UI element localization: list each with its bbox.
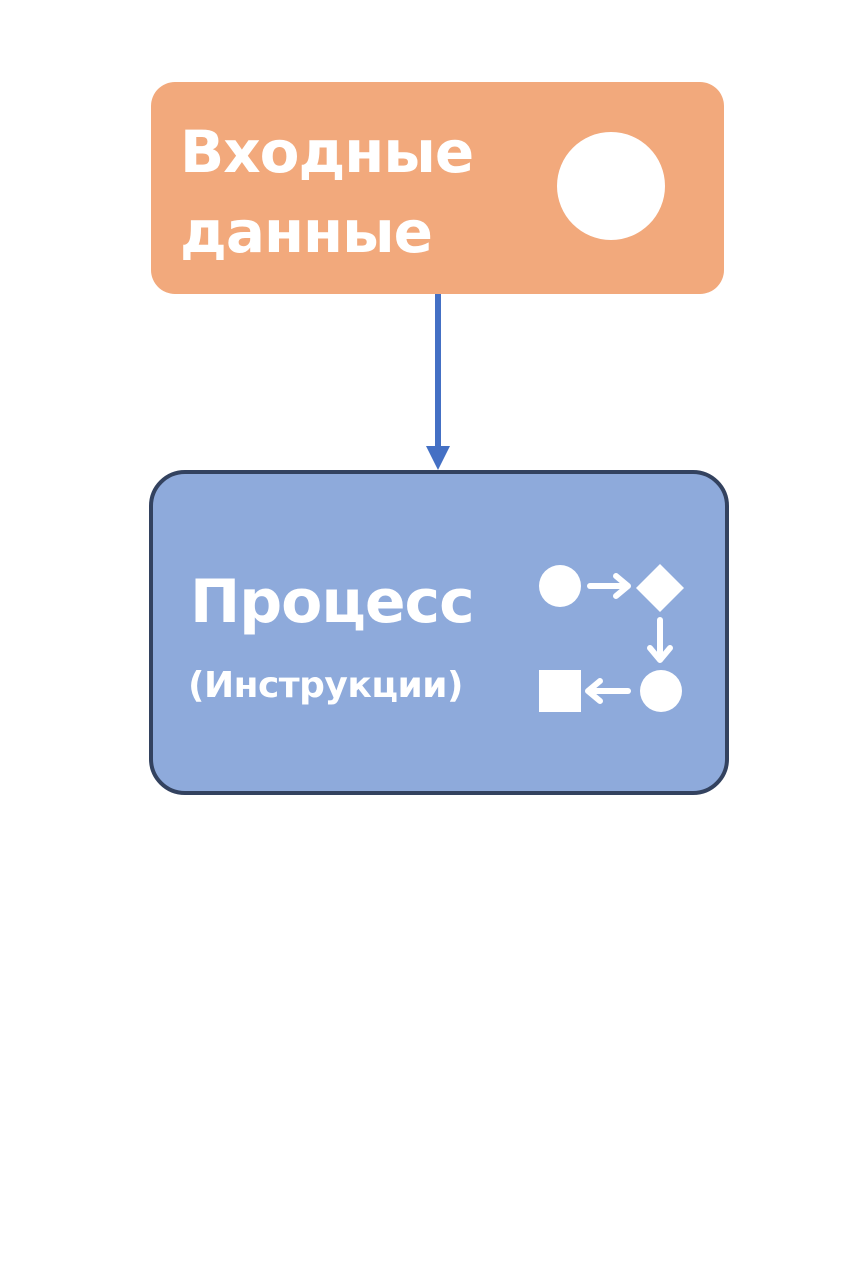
process-title: Процесс: [190, 567, 475, 637]
arrow-left-icon: [585, 678, 631, 704]
arrow-down-icon: [647, 617, 673, 663]
flow-end-circle-icon: [640, 670, 682, 712]
flow-start-circle-icon: [539, 565, 581, 607]
arrowhead-icon: [426, 446, 450, 470]
input-data-label: Входные данные: [180, 118, 474, 266]
flow-decision-diamond-icon: [636, 564, 684, 612]
flow-cycle-icon: [539, 564, 684, 712]
arrow-right-icon: [587, 573, 631, 599]
circle-icon: [557, 132, 665, 240]
process-subtitle: (Инструкции): [188, 665, 463, 706]
flow-square-icon: [539, 670, 581, 712]
down-arrow-connector: [426, 294, 450, 470]
process-node: [149, 470, 729, 795]
